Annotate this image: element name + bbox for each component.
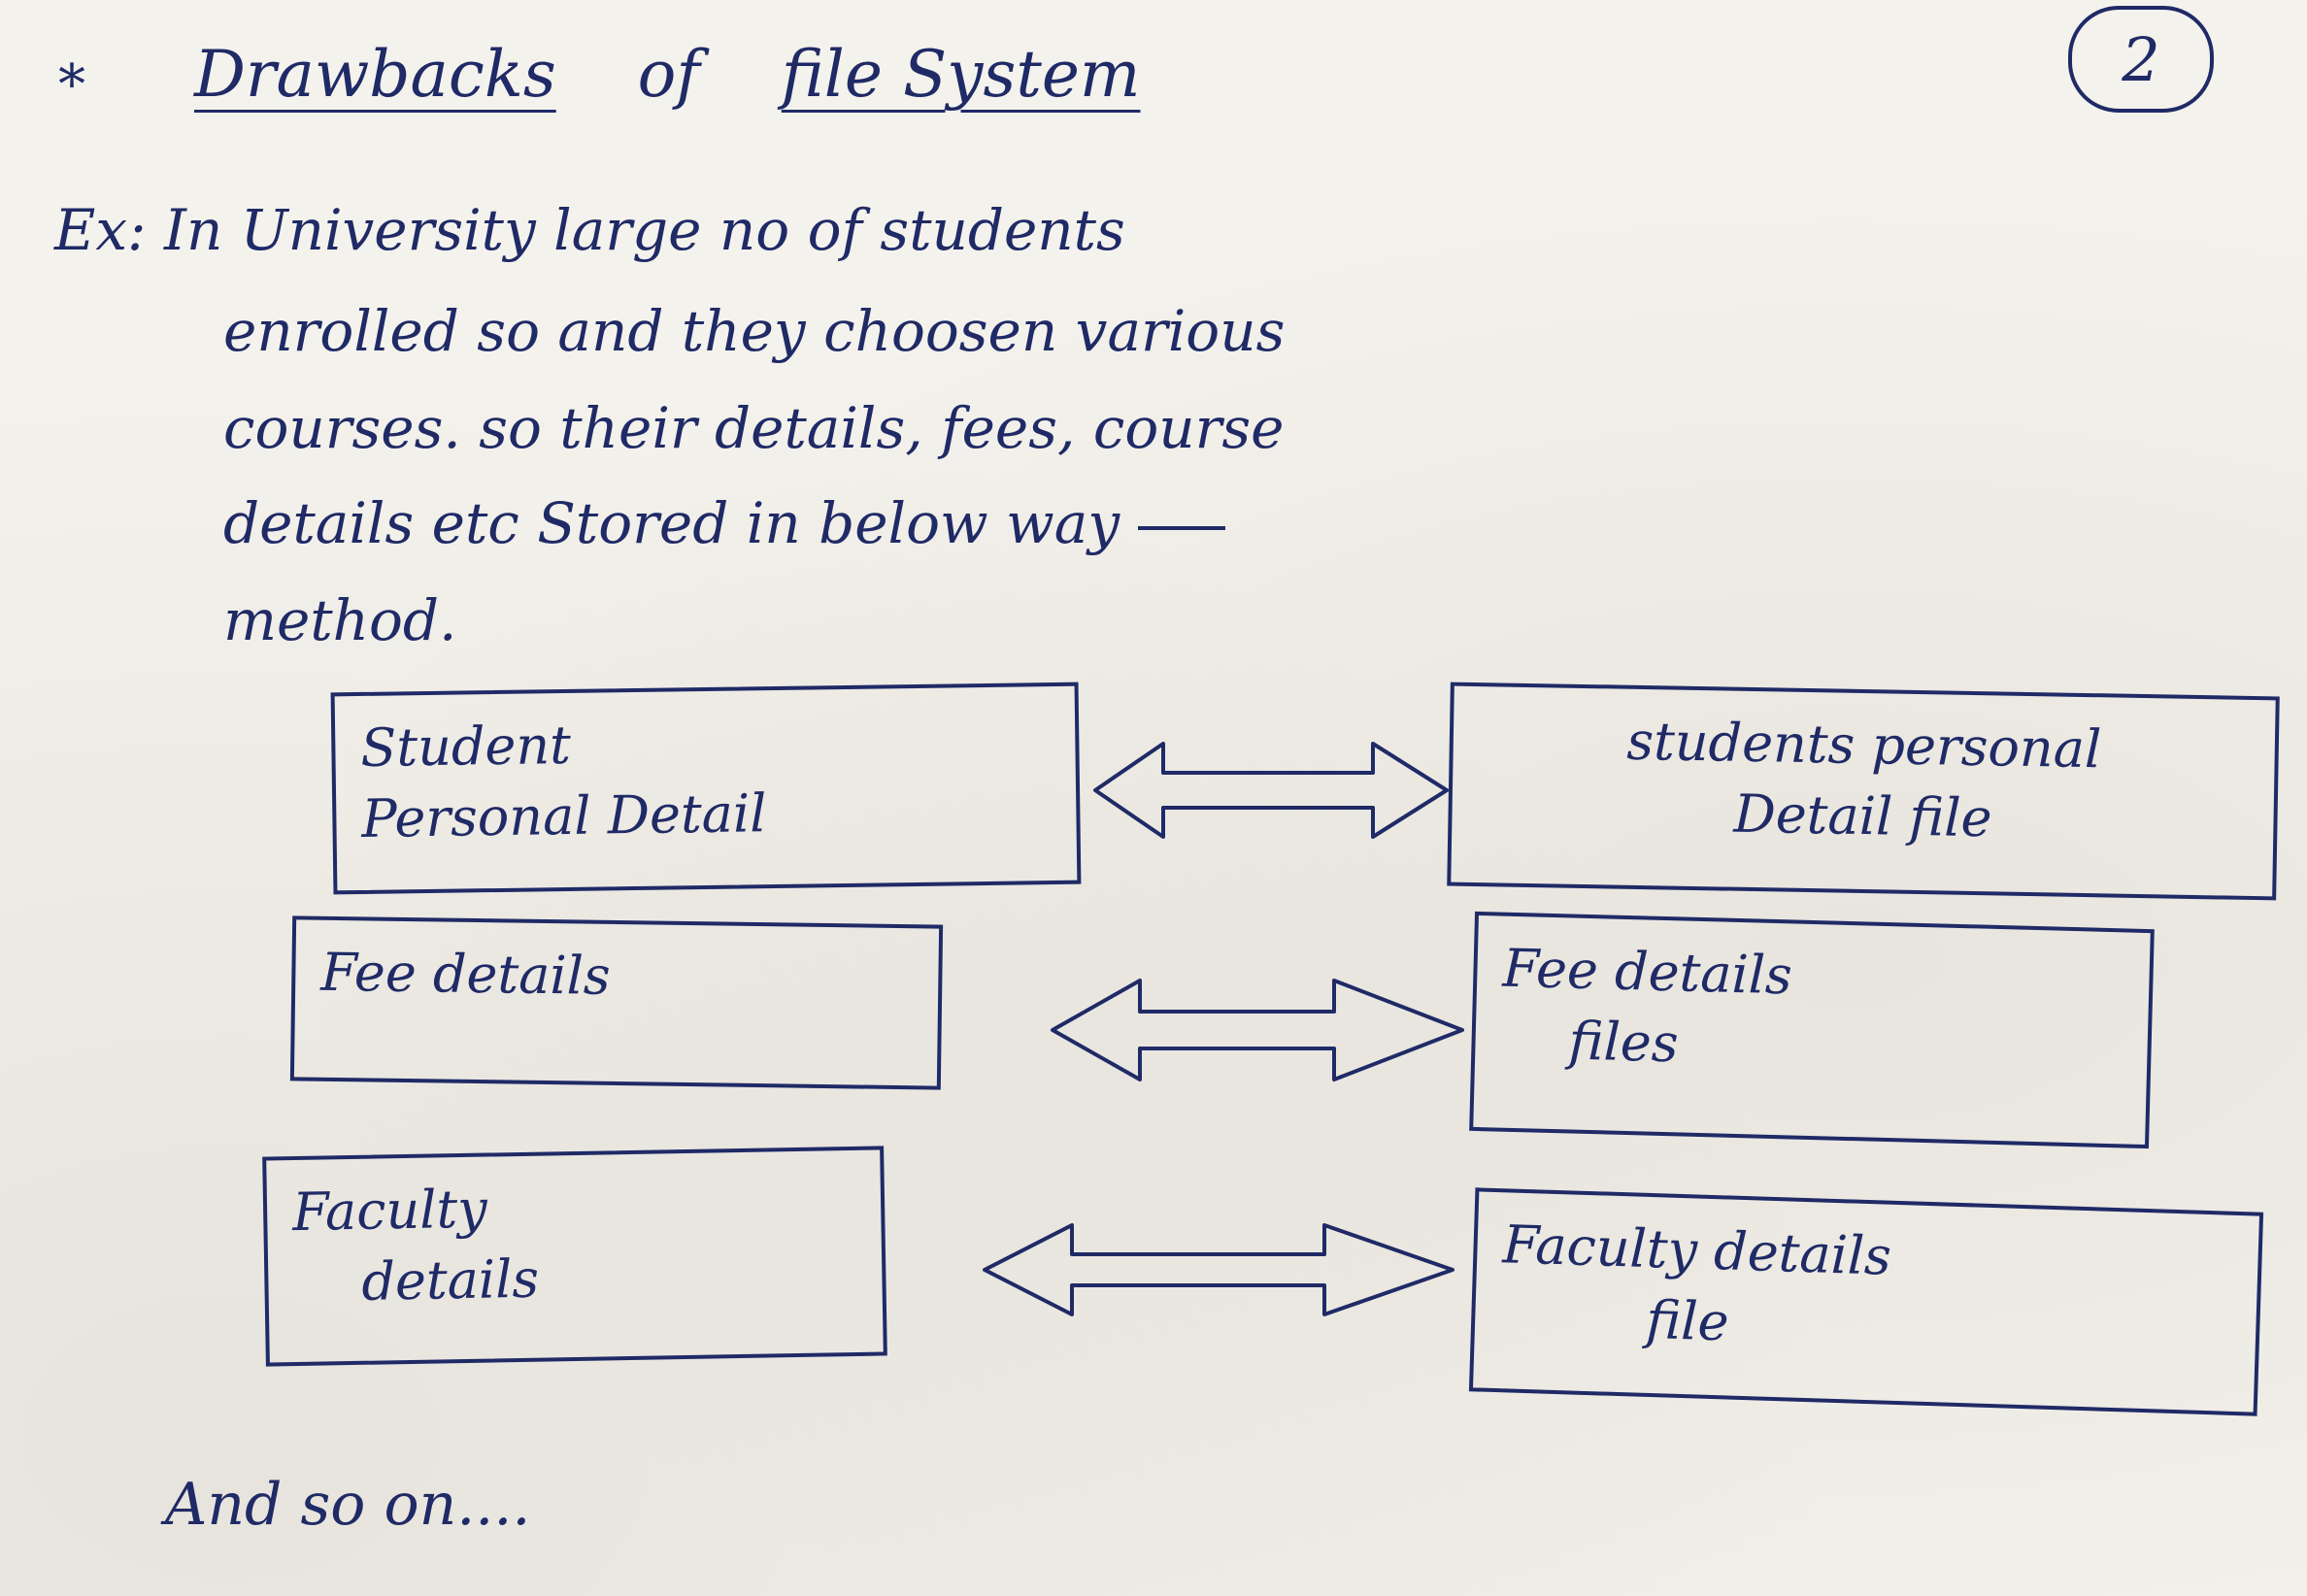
paragraph-line-1: Ex: In University large no of students <box>54 197 1125 263</box>
paragraph-line-5: method. <box>223 587 457 653</box>
paragraph-line-3: courses. so their details, fees, course <box>223 395 1285 461</box>
page-number: 2 <box>2068 6 2214 113</box>
scribble-strike-icon <box>1137 499 1225 530</box>
box-label: Faculty <box>291 1178 488 1244</box>
title-connector: of <box>637 37 700 112</box>
box-label: Personal Detail <box>360 782 767 849</box>
closing-text: And so on.... <box>165 1471 531 1539</box>
double-arrow-icon <box>983 1223 1454 1316</box>
title-rest: file System <box>781 37 1141 112</box>
box-label: Student <box>359 714 572 779</box>
paragraph-line-2: enrolled so and they choosen various <box>223 298 1286 364</box>
student-personal-detail-box: Student Personal Detail <box>330 682 1082 895</box>
box-label: details <box>360 1247 540 1313</box>
double-arrow-icon <box>1093 742 1449 839</box>
paragraph-line-4: details etc Stored in below way <box>223 495 1225 551</box>
box-label: Fee details <box>319 941 612 1007</box>
page-title: Drawbacks of file System <box>194 43 1140 107</box>
box-label: files <box>1567 1010 1680 1075</box>
title-bullet: * <box>58 53 85 116</box>
faculty-details-box: Faculty details <box>262 1146 887 1367</box>
students-personal-detail-file-box: students personal Detail file <box>1447 682 2280 901</box>
box-label: students personal <box>1625 710 2102 781</box>
paragraph-line-4-text: details etc Stored in below way <box>223 490 1120 556</box>
faculty-details-file-box: Faculty details file <box>1468 1187 2264 1416</box>
double-arrow-icon <box>1051 979 1464 1081</box>
fee-details-box: Fee details <box>289 915 944 1090</box>
box-label: Detail file <box>1732 782 1993 849</box>
fee-details-files-box: Fee details files <box>1469 911 2155 1149</box>
title-main: Drawbacks <box>194 37 556 112</box>
